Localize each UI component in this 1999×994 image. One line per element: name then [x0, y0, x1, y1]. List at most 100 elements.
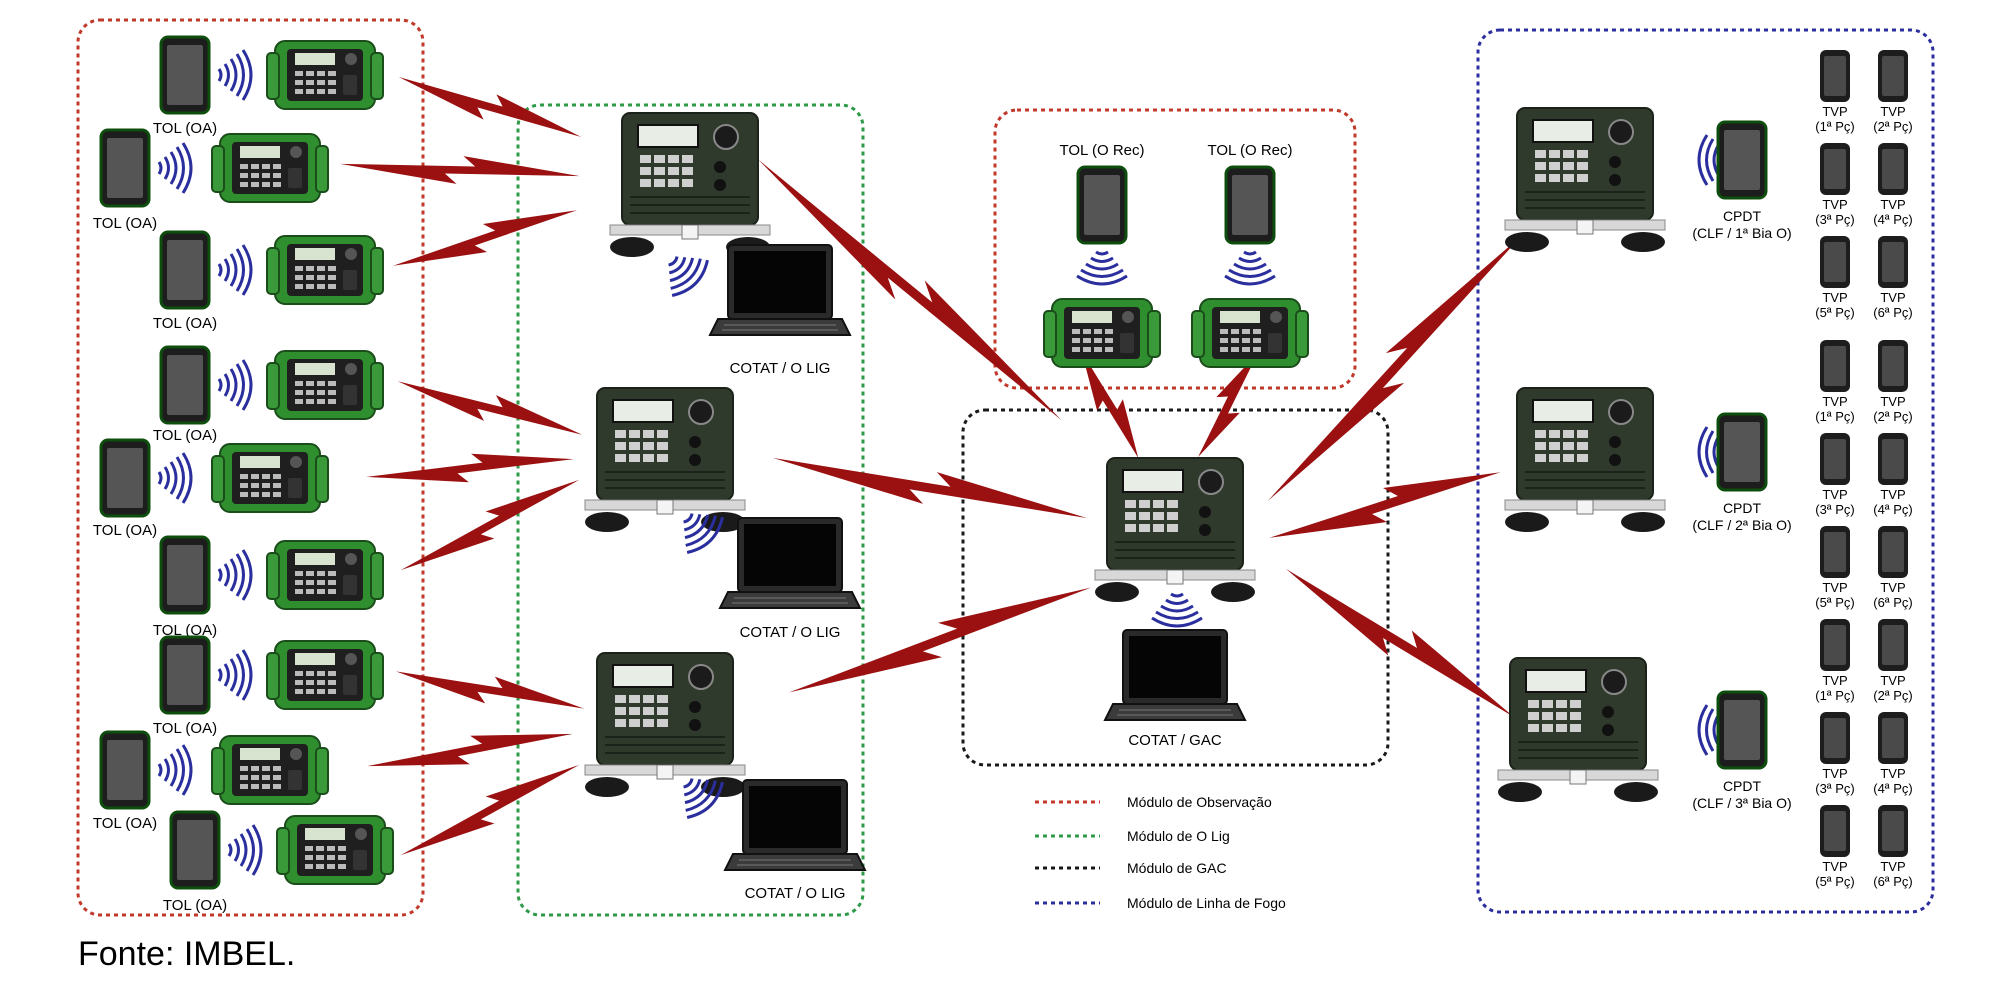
tol-oa-label: TOL (OA)	[93, 522, 157, 539]
tablet-icon	[99, 730, 151, 810]
tvp-piece-label: (5ª Pç)	[1815, 305, 1854, 320]
orec-module-frame	[993, 108, 1357, 390]
tablet-icon	[159, 35, 211, 115]
cotat-olig-label: COTAT / O LIG	[745, 885, 846, 902]
tvp-label: TVP	[1880, 197, 1905, 212]
station-icon	[1504, 107, 1666, 253]
cpdt-label: CPDT	[1723, 208, 1762, 224]
cpdt-unit-label: (CLF / 1ª Bia O)	[1692, 225, 1791, 241]
tvp-grid: TVP(1ª Pç)TVP(2ª Pç)TVP(3ª Pç)TVP(4ª Pç)…	[1815, 50, 1913, 889]
tvp-piece-label: (3ª Pç)	[1815, 781, 1854, 796]
station-icon	[1094, 457, 1256, 603]
radio-icon	[266, 540, 384, 610]
phone-icon	[1878, 236, 1908, 288]
link-oa2-s1	[339, 151, 581, 189]
tvp-piece-label: (5ª Pç)	[1815, 595, 1854, 610]
tvp-label: TVP	[1880, 290, 1905, 305]
phone-icon	[1878, 712, 1908, 764]
tablet-icon	[1716, 412, 1768, 492]
legend-label-olig: Módulo de O Lig	[1127, 828, 1230, 844]
tvp-label: TVP	[1880, 104, 1905, 119]
tvp-piece-label: (1ª Pç)	[1815, 409, 1854, 424]
tvp-piece-label: (6ª Pç)	[1873, 595, 1912, 610]
wireless-icon	[227, 823, 263, 877]
phone-icon	[1820, 340, 1850, 392]
tablet-icon	[1716, 120, 1768, 200]
tvp-label: TVP	[1822, 580, 1847, 595]
radio-icon	[266, 235, 384, 305]
tvp-label: TVP	[1880, 394, 1905, 409]
tvp-piece-label: (1ª Pç)	[1815, 119, 1854, 134]
link-gac-clf1	[1257, 221, 1533, 515]
laptop-icon	[709, 244, 851, 336]
source-caption: Fonte: IMBEL.	[78, 935, 296, 973]
laptop-icon	[1104, 629, 1246, 721]
phone-icon	[1820, 619, 1850, 671]
gac-devices: COTAT / GAC	[1094, 457, 1256, 749]
tablet-icon	[159, 635, 211, 715]
tvp-piece-label: (4ª Pç)	[1873, 212, 1912, 227]
radio-icon	[211, 443, 329, 513]
tvp-piece-label: (2ª Pç)	[1873, 409, 1912, 424]
laptop-icon	[719, 517, 861, 609]
cotat-olig-label: COTAT / O LIG	[730, 360, 831, 377]
tol-oa-label: TOL (OA)	[153, 427, 217, 444]
tvp-label: TVP	[1880, 673, 1905, 688]
phone-icon	[1820, 433, 1850, 485]
link-oa8-s3	[365, 718, 575, 782]
tvp-piece-label: (4ª Pç)	[1873, 781, 1912, 796]
cpdt-label: CPDT	[1723, 778, 1762, 794]
wireless-icon	[157, 451, 193, 505]
olig-devices: COTAT / O LIG COTAT / O LIG COTAT / O LI…	[584, 112, 866, 902]
radio-icon	[211, 735, 329, 805]
observation-devices: TOL (OA) TOL (OA) TOL (OA) TOL (OA) TOL …	[93, 35, 394, 914]
tvp-piece-label: (2ª Pç)	[1873, 119, 1912, 134]
legend-label-observacao: Módulo de Observação	[1127, 794, 1272, 810]
legend-label-linha-fogo: Módulo de Linha de Fogo	[1127, 895, 1286, 911]
tvp-piece-label: (2ª Pç)	[1873, 688, 1912, 703]
phone-icon	[1878, 50, 1908, 102]
tvp-label: TVP	[1822, 766, 1847, 781]
tvp-label: TVP	[1822, 197, 1847, 212]
tvp-label: TVP	[1880, 859, 1905, 874]
phone-icon	[1878, 143, 1908, 195]
cpdt-unit-label: (CLF / 3ª Bia O)	[1692, 795, 1791, 811]
wireless-icon	[1223, 250, 1277, 286]
laptop-icon	[724, 779, 866, 871]
tablet-icon	[169, 810, 221, 890]
wireless-icon	[217, 358, 253, 412]
tablet-icon	[159, 345, 211, 425]
cpdt-unit-label: (CLF / 2ª Bia O)	[1692, 517, 1791, 533]
tablet-icon	[1076, 165, 1128, 245]
radio-icon	[211, 133, 329, 203]
link-oa3-s1	[389, 195, 581, 281]
tvp-piece-label: (3ª Pç)	[1815, 212, 1854, 227]
legend: Módulo de Observação Módulo de O Lig Mód…	[1035, 794, 1286, 911]
tol-oa-label: TOL (OA)	[93, 815, 157, 832]
tvp-label: TVP	[1880, 487, 1905, 502]
tol-oa-label: TOL (OA)	[93, 215, 157, 232]
wireless-icon	[157, 743, 193, 797]
cotat-gac-label: COTAT / GAC	[1128, 732, 1222, 749]
linha-fogo-module-frame	[1476, 28, 1935, 914]
station-icon	[609, 112, 771, 258]
tvp-piece-label: (5ª Pç)	[1815, 874, 1854, 889]
tablet-icon	[99, 128, 151, 208]
station-icon	[584, 652, 746, 798]
radio-icon	[1043, 298, 1161, 368]
radio-icon	[266, 40, 384, 110]
tvp-label: TVP	[1822, 859, 1847, 874]
radio-icon	[266, 350, 384, 420]
station-icon	[1504, 387, 1666, 533]
link-oa5-s2	[365, 443, 575, 493]
tvp-piece-label: (6ª Pç)	[1873, 305, 1912, 320]
wireless-icon	[653, 241, 715, 303]
phone-icon	[1878, 619, 1908, 671]
tvp-label: TVP	[1822, 104, 1847, 119]
tol-oa-label: TOL (OA)	[153, 622, 217, 639]
station-icon	[584, 387, 746, 533]
phone-icon	[1820, 805, 1850, 857]
tablet-icon	[159, 230, 211, 310]
phone-icon	[1820, 143, 1850, 195]
